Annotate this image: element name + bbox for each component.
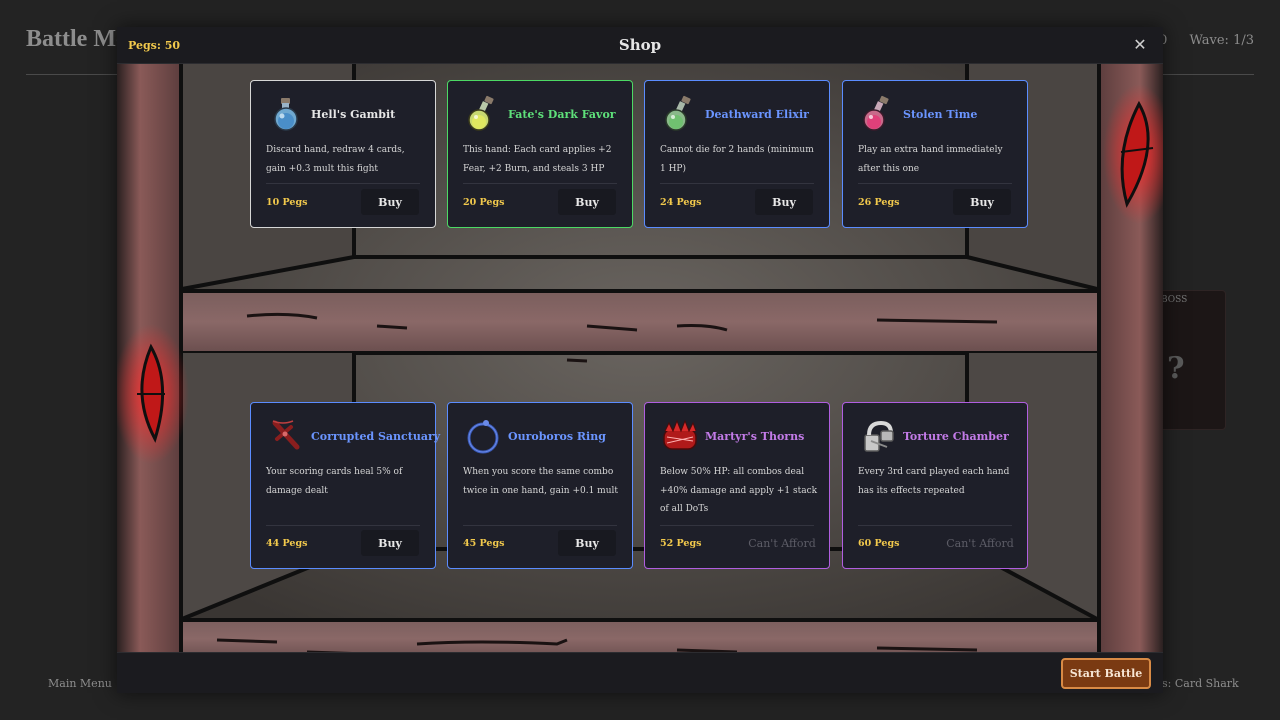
item-name: Fate's Dark Favor bbox=[508, 108, 616, 121]
item-description: Discard hand, redraw 4 cards, gain +0.3 … bbox=[266, 145, 405, 174]
item-price: 45 Pegs bbox=[463, 538, 505, 549]
item-description: Play an extra hand immediately after thi… bbox=[858, 145, 1003, 174]
item-price: 60 Pegs bbox=[858, 538, 900, 549]
item-description: Below 50% HP: all combos deal +40% damag… bbox=[660, 467, 818, 514]
deck-label: s: Card Shark bbox=[1162, 677, 1239, 690]
buy-button[interactable]: Buy bbox=[361, 189, 419, 215]
item-name: Corrupted Sanctuary bbox=[311, 430, 441, 443]
potion-yellow-icon bbox=[464, 95, 502, 133]
card-divider bbox=[463, 525, 617, 526]
item-price: 26 Pegs bbox=[858, 197, 900, 208]
item-name: Martyr's Thorns bbox=[705, 430, 805, 443]
thorn-crown-icon bbox=[661, 417, 699, 455]
item-price: 10 Pegs bbox=[266, 197, 308, 208]
item-price: 44 Pegs bbox=[266, 538, 308, 549]
boss-unknown: ? bbox=[1167, 351, 1185, 386]
item-price: 24 Pegs bbox=[660, 197, 702, 208]
item-name: Hell's Gambit bbox=[311, 108, 396, 121]
item-description: Every 3rd card played each hand has its … bbox=[858, 467, 1010, 496]
item-price: 52 Pegs bbox=[660, 538, 702, 549]
close-icon[interactable]: ✕ bbox=[1133, 35, 1147, 54]
potion-pink-icon bbox=[859, 95, 897, 133]
battle-mode-title: Battle Mode bbox=[26, 26, 121, 52]
start-battle-button[interactable]: Start Battle bbox=[1061, 658, 1151, 689]
shop-footer: Start Battle bbox=[117, 652, 1163, 693]
potion-green-icon bbox=[661, 95, 699, 133]
cant-afford-label: Can't Afford bbox=[748, 536, 816, 550]
potion-blue-icon bbox=[267, 95, 305, 133]
boss-label: BOSS bbox=[1161, 295, 1188, 305]
item-name: Stolen Time bbox=[903, 108, 978, 121]
item-name: Deathward Elixir bbox=[705, 108, 809, 121]
cant-afford-label: Can't Afford bbox=[946, 536, 1014, 550]
item-description: Cannot die for 2 hands (minimum 1 HP) bbox=[660, 145, 814, 174]
item-description: Your scoring cards heal 5% of damage dea… bbox=[266, 467, 403, 496]
shop-title: Shop bbox=[618, 36, 662, 54]
card-divider bbox=[858, 183, 1012, 184]
buy-button[interactable]: Buy bbox=[558, 189, 616, 215]
card-divider bbox=[660, 525, 814, 526]
cross-icon bbox=[267, 417, 305, 455]
buy-button[interactable]: Buy bbox=[755, 189, 813, 215]
card-divider bbox=[266, 525, 420, 526]
pegs-display: Pegs: 50 bbox=[128, 39, 181, 52]
item-price: 20 Pegs bbox=[463, 197, 505, 208]
ring-icon bbox=[464, 417, 502, 455]
main-menu-button[interactable]: Main Menu bbox=[48, 677, 112, 690]
card-divider bbox=[660, 183, 814, 184]
item-description: This hand: Each card applies +2 Fear, +2… bbox=[463, 145, 612, 174]
item-name: Torture Chamber bbox=[903, 430, 1009, 443]
shop-header: Pegs: 50 Shop ✕ bbox=[117, 27, 1163, 64]
card-divider bbox=[858, 525, 1012, 526]
buy-button[interactable]: Buy bbox=[953, 189, 1011, 215]
wave-counter: Wave: 1/3 bbox=[1189, 33, 1254, 48]
buy-button[interactable]: Buy bbox=[558, 530, 616, 556]
item-name: Ouroboros Ring bbox=[508, 430, 606, 443]
shackle-icon bbox=[859, 417, 897, 455]
item-description: When you score the same combo twice in o… bbox=[463, 467, 619, 496]
card-divider bbox=[463, 183, 617, 184]
buy-button[interactable]: Buy bbox=[361, 530, 419, 556]
card-divider bbox=[266, 183, 420, 184]
